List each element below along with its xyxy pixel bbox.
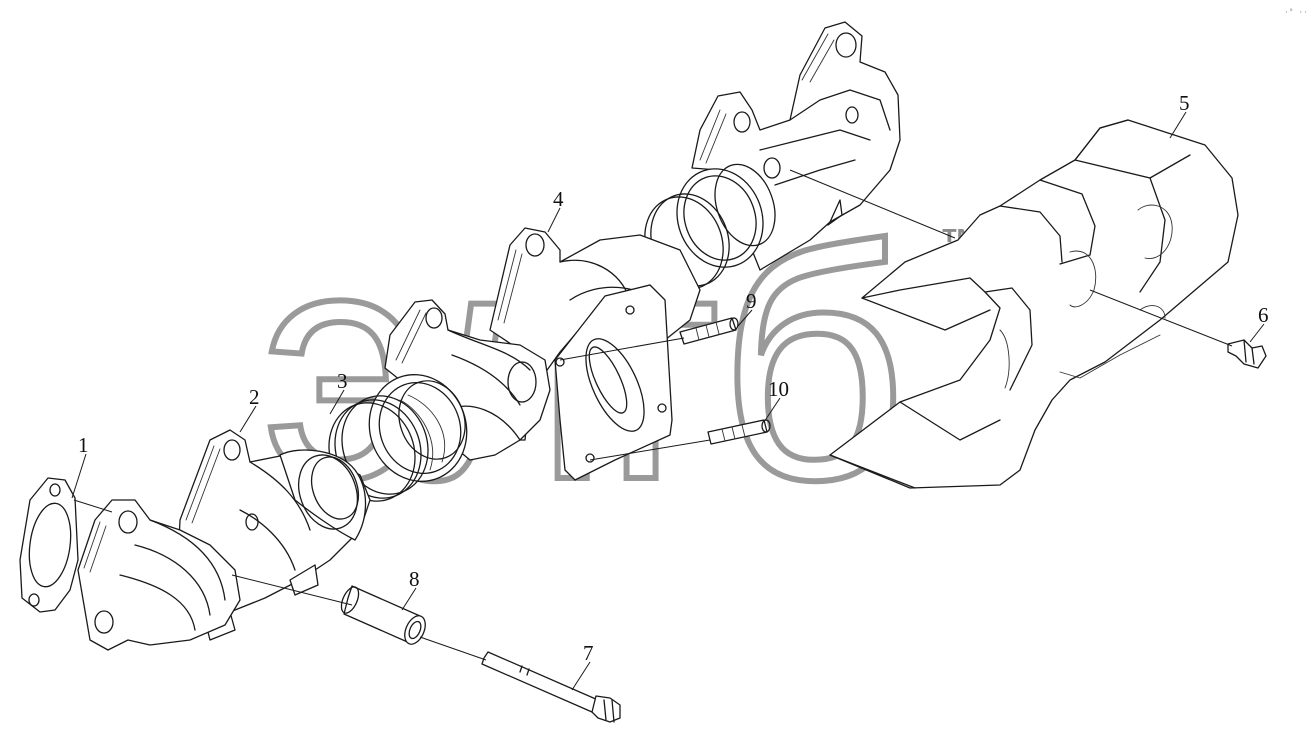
callout-10: 10 [768,377,789,401]
callout-3: 3 [337,369,348,393]
callout-9: 9 [746,289,757,313]
callout-4: 4 [553,187,564,211]
stud-9 [679,317,739,345]
callout-2: 2 [249,385,260,409]
rear-manifold-section [691,21,901,271]
long-stud-bolt [481,651,621,723]
callout-6: 6 [1258,303,1269,327]
assembly-lines [73,169,1233,661]
heat-shield [829,119,1239,489]
callout-7: 7 [583,641,594,665]
shield-bolt [1227,339,1267,369]
callout-5: 5 [1179,91,1190,115]
flange-gasket [19,477,79,613]
callout-labels: 1 2 3 4 5 6 7 8 9 10 [78,91,1269,665]
callout-leaders [71,111,1265,691]
spacer-sleeve [340,585,426,645]
callout-1: 1 [78,433,89,457]
center-manifold-section [489,227,701,481]
front-outlet-flange [77,499,241,651]
corner-mark: ·° ·· [1284,8,1308,17]
callout-8: 8 [409,567,420,591]
